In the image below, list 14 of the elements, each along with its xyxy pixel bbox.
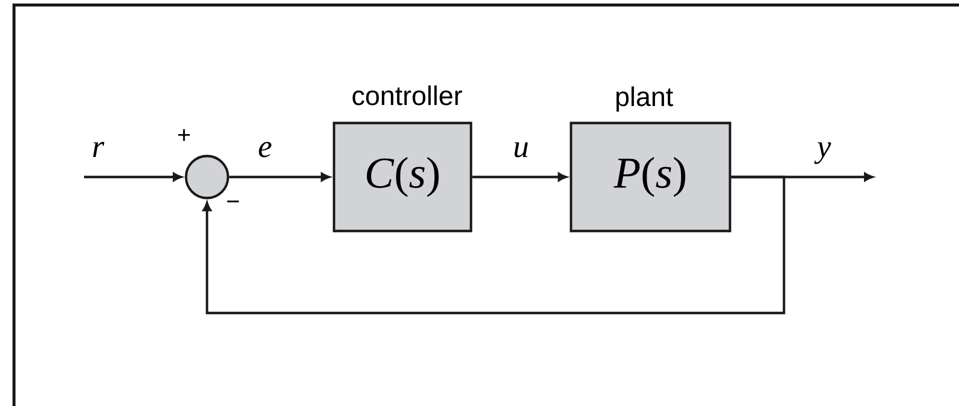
block-title: plant <box>616 86 674 112</box>
function-block: C(s) <box>332 122 472 232</box>
signal-label: e <box>256 140 274 158</box>
sign-label: − <box>227 200 239 202</box>
signal-label: r <box>90 140 106 158</box>
function-block: P(s) <box>570 122 732 232</box>
arrow <box>472 172 567 182</box>
signal-label: y <box>814 141 832 165</box>
arrow <box>84 172 182 182</box>
signal-label: u <box>512 141 530 158</box>
arrow <box>229 172 330 182</box>
sign-label: + <box>178 129 190 141</box>
feedback-arrow <box>202 176 786 314</box>
block-title: controller <box>352 85 462 106</box>
